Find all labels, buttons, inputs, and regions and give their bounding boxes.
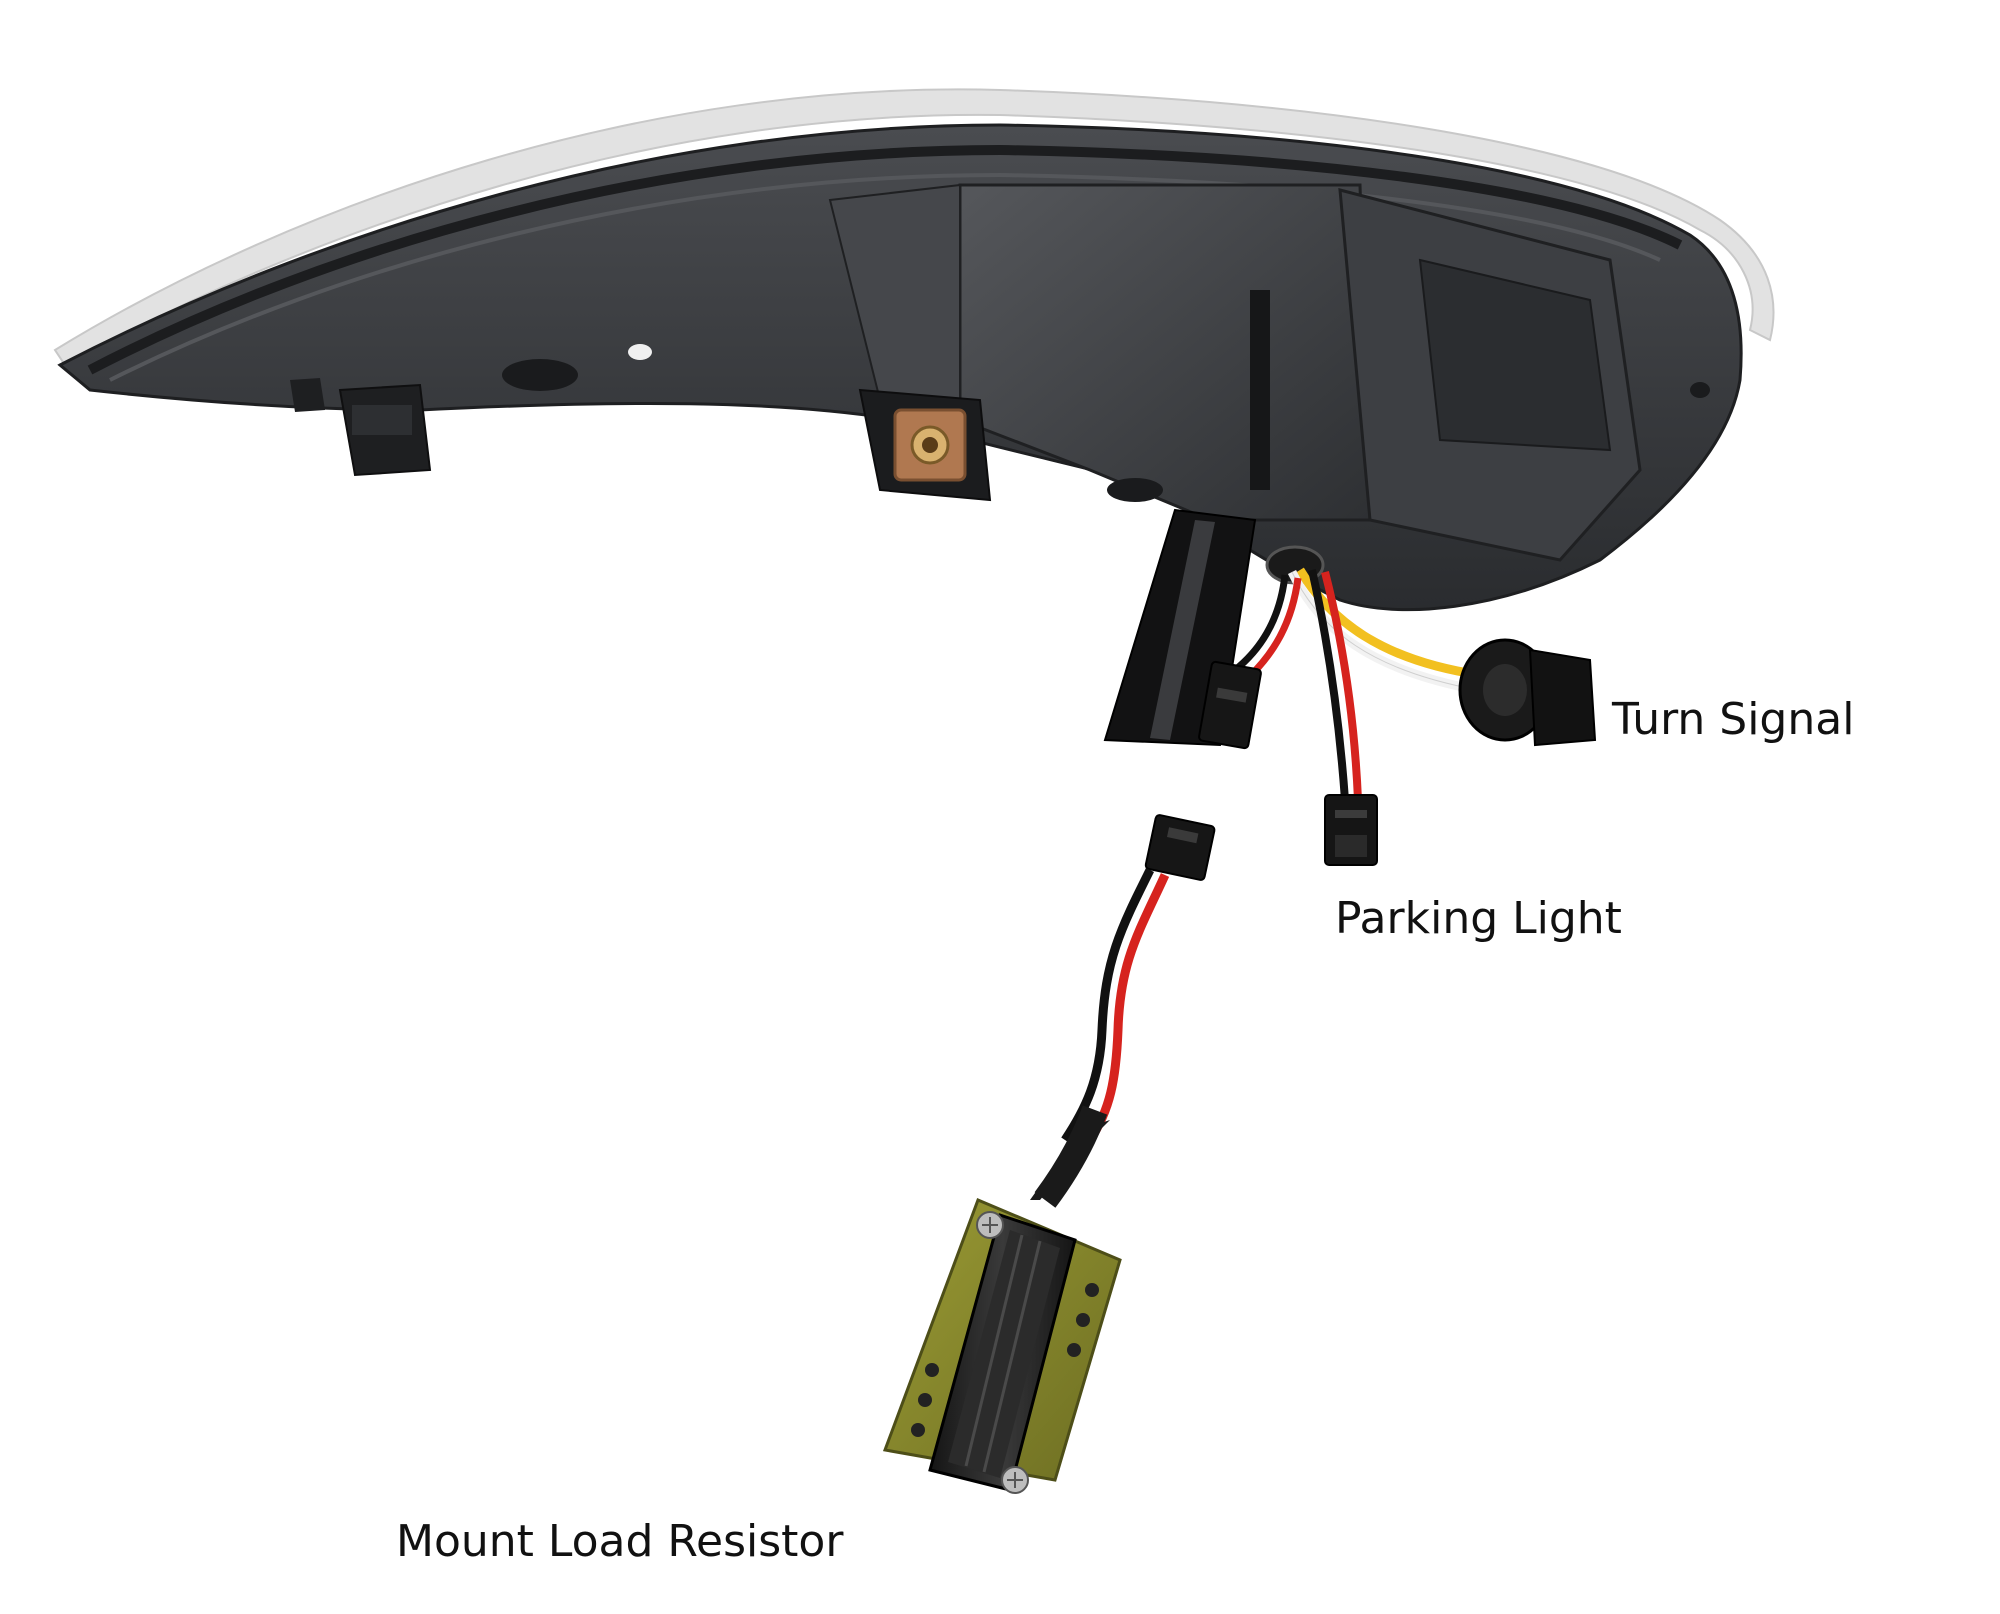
turn-signal-socket	[1458, 638, 1597, 747]
turn-signal-label: Turn Signal	[1612, 694, 1855, 745]
housing-holes	[502, 344, 1710, 502]
parking-light-label: Parking Light	[1335, 893, 1622, 944]
harness-wires	[1232, 567, 1481, 801]
mount-load-resistor-label: Mount Load Resistor	[396, 1516, 844, 1567]
harness-connector	[1198, 660, 1262, 750]
parking-light-connector	[1324, 794, 1378, 866]
lens-rim	[53, 88, 1775, 367]
left-mounting-clips	[290, 378, 432, 477]
housing-center-block	[828, 183, 1642, 562]
center-mounting-bracket	[858, 388, 992, 502]
load-resistor-assembly	[882, 814, 1216, 1494]
